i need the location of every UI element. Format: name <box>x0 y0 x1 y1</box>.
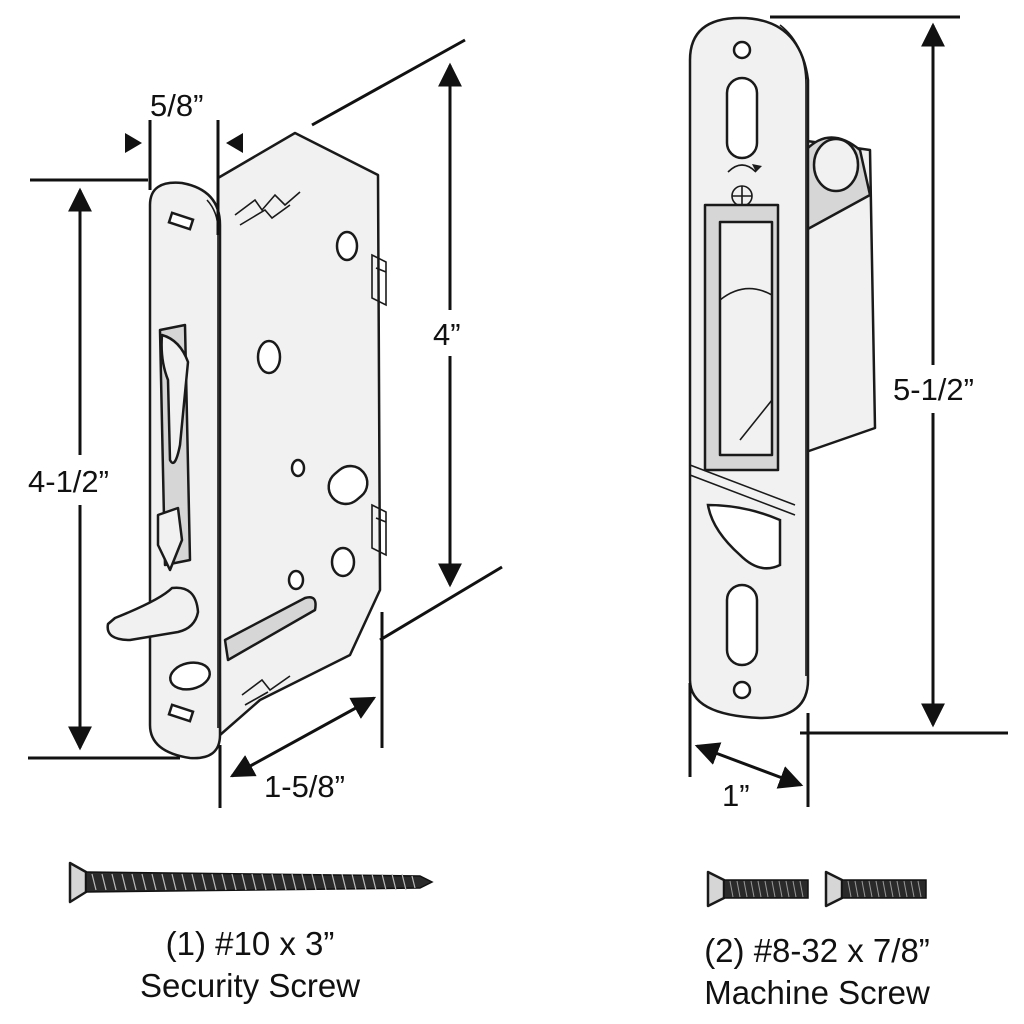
security-screw-caption-line1: (1) #10 x 3” <box>166 925 335 962</box>
lock-body <box>216 131 382 737</box>
strike-slot-top <box>725 76 759 160</box>
dim-body-height: 4” <box>311 38 503 642</box>
machine-screw-1 <box>706 870 809 908</box>
machine-screw-caption-line2: Machine Screw <box>704 974 930 1011</box>
lock-hole-center <box>256 339 282 375</box>
rotate-icon <box>727 164 762 207</box>
lock-hook-latch <box>156 506 184 572</box>
strike-band <box>689 464 796 516</box>
security-screw-caption-line2: Security Screw <box>140 967 360 1004</box>
dim-label-4: 4” <box>433 317 461 352</box>
security-screw-head <box>68 861 88 904</box>
strike-plate <box>688 16 877 720</box>
dim-strike-width: 1” <box>688 683 810 813</box>
lock-side-tabs-lower <box>371 503 387 557</box>
mortise-lock <box>106 131 387 760</box>
machine-screw-2-head <box>824 870 844 908</box>
machine-screw-2-thread <box>847 880 922 898</box>
lock-hole-lower <box>330 546 356 578</box>
dim-label-5-1-2: 5-1/2” <box>893 372 974 407</box>
lock-side-tabs-upper <box>371 253 387 307</box>
lock-hole-upper <box>335 230 359 262</box>
lock-lever <box>106 586 200 642</box>
strike-hole-bottom <box>732 680 752 700</box>
strike-slot-mid <box>706 503 782 570</box>
lock-bottom-slot <box>223 596 317 662</box>
dim-label-5-8: 5/8” <box>150 88 203 123</box>
lock-hook <box>160 333 190 465</box>
strike-latch-ramp <box>719 287 773 441</box>
strike-roller <box>812 137 860 193</box>
strike-latch-inner <box>718 220 774 457</box>
lock-faceplate-bottom-slot <box>167 703 195 723</box>
strike-slot-bottom <box>725 583 759 667</box>
security-screw <box>68 861 434 904</box>
dim-faceplate-width: 5/8” <box>125 88 243 235</box>
security-screw-thread <box>91 873 416 891</box>
strike-hole-top <box>732 40 752 60</box>
lock-faceplate-top-slot <box>167 211 195 231</box>
machine-screw-1-head <box>706 870 726 908</box>
dim-lock-depth: 1-5/8” <box>218 612 384 808</box>
lock-hole-small-1 <box>290 458 306 478</box>
security-screw-shank <box>85 871 434 893</box>
lock-keyway <box>327 464 369 506</box>
dim-label-4-1-2: 4-1/2” <box>28 464 109 499</box>
dim-faceplate-height: 4-1/2” <box>22 178 180 760</box>
dim-label-1: 1” <box>722 778 750 813</box>
lock-faceplate-oval <box>169 661 211 691</box>
machine-screw-1-thread <box>729 880 804 898</box>
strike-faceplate-edge <box>779 24 807 676</box>
lock-hole-small-2 <box>287 569 305 591</box>
lock-top-tabs <box>234 191 301 226</box>
machine-screw-caption-line1: (2) #8-32 x 7/8” <box>704 932 930 969</box>
machine-screw-2 <box>824 870 927 908</box>
dim-strike-height: 5-1/2” <box>770 15 1008 735</box>
dim-label-1-5-8: 1-5/8” <box>264 769 345 804</box>
